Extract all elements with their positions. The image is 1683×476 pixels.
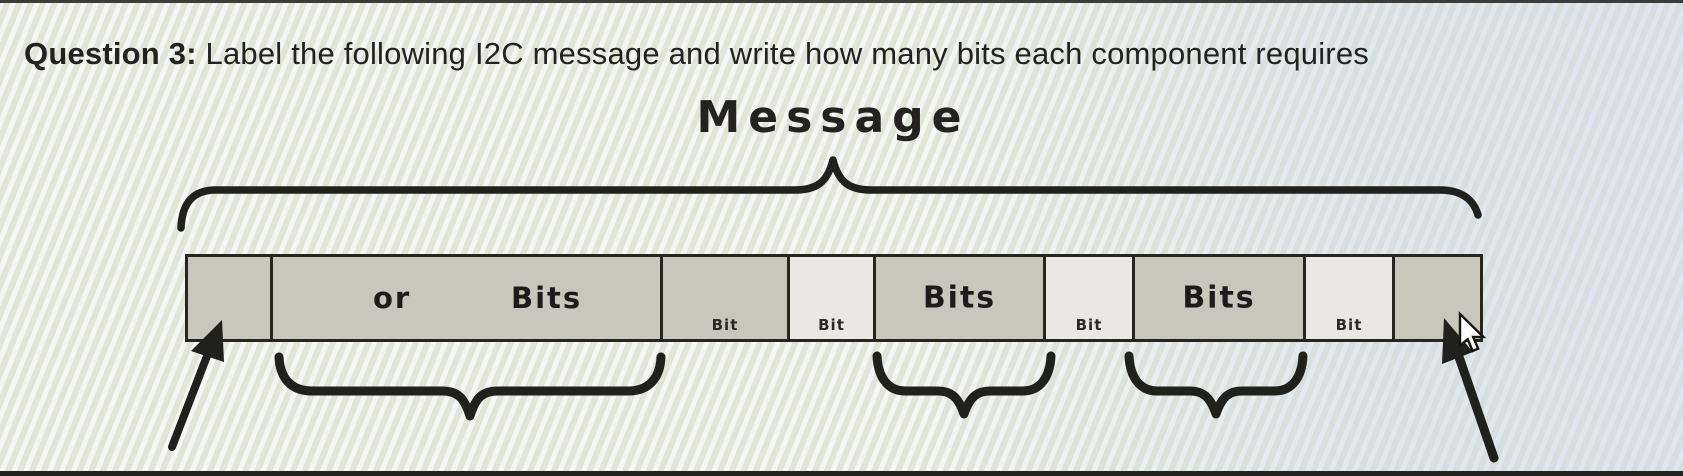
bit-label: Bit [1075, 316, 1103, 334]
bit-label: Bit [1335, 316, 1363, 334]
message-overbrace [177, 156, 1482, 232]
question-text: Question 3: Label the following I2C mess… [24, 36, 1369, 72]
address-bits-label: Bits [511, 281, 583, 315]
i2c-field-data-2: Bits [1132, 254, 1306, 342]
message-title: Message [696, 92, 970, 143]
i2c-field-data-1: Bits [873, 254, 1046, 342]
bit-label: Bit [818, 316, 845, 334]
data1-underbrace [872, 351, 1056, 419]
address-or-label: or [373, 281, 412, 315]
i2c-field-bit-1: Bit [660, 254, 790, 342]
question-number: Question 3: [24, 36, 197, 71]
bit-label: Bit [711, 316, 739, 334]
bits-label: Bits [1182, 280, 1256, 316]
i2c-field-address: or Bits [270, 254, 663, 342]
data2-underbrace [1124, 351, 1308, 419]
screen-bottom-edge [0, 471, 1683, 476]
address-underbrace [274, 352, 666, 421]
question-body: Label the following I2C message and writ… [196, 36, 1369, 71]
i2c-field-stop [1392, 254, 1483, 342]
i2c-field-start [185, 254, 273, 342]
bits-label: Bits [922, 280, 997, 316]
screen-top-edge [0, 0, 1683, 3]
i2c-field-bit-2: Bit [787, 254, 876, 342]
i2c-field-bit-3: Bit [1043, 254, 1135, 342]
i2c-field-bit-4: Bit [1303, 254, 1395, 342]
